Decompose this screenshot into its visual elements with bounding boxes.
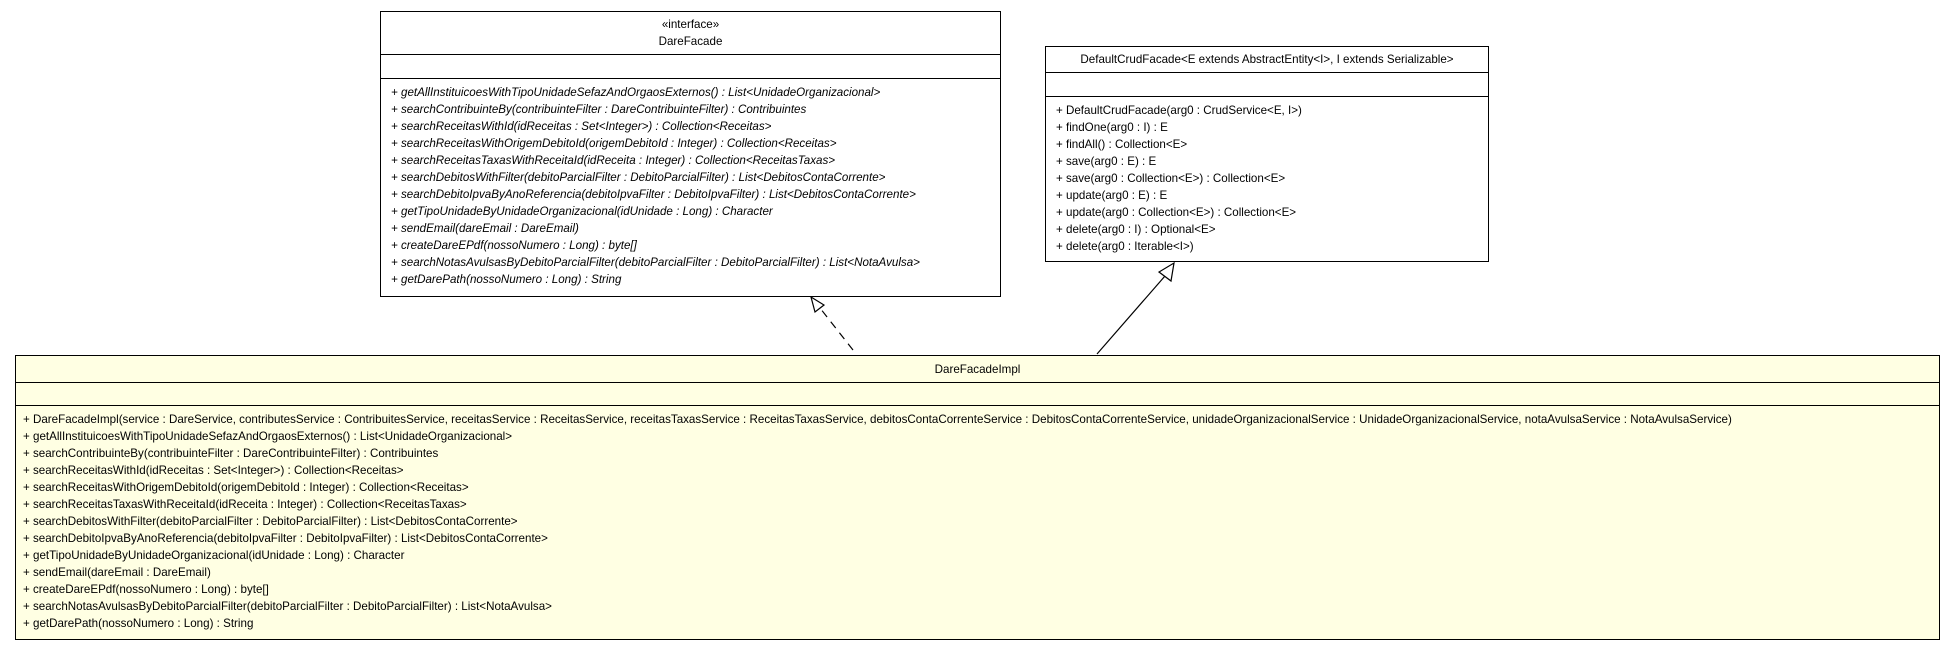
dare-facade-attributes — [381, 55, 1000, 79]
operation: + findAll() : Collection<E> — [1056, 138, 1188, 151]
interface-stereotype: «interface» — [661, 18, 720, 31]
operation: + update(arg0 : E) : E — [1056, 189, 1168, 202]
operation: + DareFacadeImpl(service : DareService, … — [23, 413, 1732, 426]
default-crud-facade-attributes — [1046, 73, 1488, 97]
dare-facade-impl-attributes — [16, 383, 1939, 406]
operation: + findOne(arg0 : I) : E — [1056, 121, 1168, 134]
dare-facade-header: «interface» DareFacade — [381, 12, 1000, 55]
operation: + searchContribuinteBy(contribuinteFilte… — [391, 103, 807, 116]
operation: + searchNotasAvulsasByDebitoParcialFilte… — [391, 256, 920, 269]
operation: + searchReceitasTaxasWithReceitaId(idRec… — [391, 154, 836, 167]
operation: + getTipoUnidadeByUnidadeOrganizacional(… — [23, 549, 405, 562]
operation: + searchReceitasWithId(idReceitas : Set<… — [23, 464, 404, 477]
operation: + searchContribuinteBy(contribuinteFilte… — [23, 447, 439, 460]
operation: + getDarePath(nossoNumero : Long) : Stri… — [391, 273, 622, 286]
operation: + searchReceitasWithId(idReceitas : Set<… — [391, 120, 772, 133]
operation: + save(arg0 : E) : E — [1056, 155, 1157, 168]
operation: + getAllInstituicoesWithTipoUnidadeSefaz… — [23, 430, 513, 443]
dare-facade-impl-header: DareFacadeImpl — [16, 356, 1939, 383]
operation: + getAllInstituicoesWithTipoUnidadeSefaz… — [391, 86, 881, 99]
generalization-line — [1096, 275, 1166, 355]
operation: + searchDebitoIpvaByAnoReferencia(debito… — [391, 188, 916, 201]
realization-arrowhead — [810, 295, 826, 314]
realization-line — [819, 307, 854, 351]
operation: + getDarePath(nossoNumero : Long) : Stri… — [23, 617, 254, 630]
dare-facade-name: DareFacade — [658, 35, 723, 48]
operation: + searchDebitosWithFilter(debitoParcialF… — [391, 171, 886, 184]
default-crud-facade-name: DefaultCrudFacade<E extends AbstractEnti… — [1080, 53, 1454, 66]
operation: + createDareEPdf(nossoNumero : Long) : b… — [23, 583, 269, 596]
dare-facade-impl-name: DareFacadeImpl — [934, 363, 1021, 376]
dare-facade-impl-class-box[interactable]: DareFacadeImpl + DareFacadeImpl(service … — [15, 355, 1940, 640]
operation: + searchReceitasWithOrigemDebitoId(orige… — [23, 481, 469, 494]
operation: + save(arg0 : Collection<E>) : Collectio… — [1056, 172, 1286, 185]
operation: + searchDebitosWithFilter(debitoParcialF… — [23, 515, 518, 528]
operation: + update(arg0 : Collection<E>) : Collect… — [1056, 206, 1297, 219]
operation: + sendEmail(dareEmail : DareEmail) — [23, 566, 211, 579]
default-crud-facade-class-box[interactable]: DefaultCrudFacade<E extends AbstractEnti… — [1045, 46, 1489, 262]
operation: + searchReceitasTaxasWithReceitaId(idRec… — [23, 498, 467, 511]
operation: + searchNotasAvulsasByDebitoParcialFilte… — [23, 600, 552, 613]
default-crud-facade-operations: + DefaultCrudFacade(arg0 : CrudService<E… — [1046, 97, 1488, 255]
operation: + getTipoUnidadeByUnidadeOrganizacional(… — [391, 205, 773, 218]
operation: + searchReceitasWithOrigemDebitoId(orige… — [391, 137, 837, 150]
default-crud-facade-header: DefaultCrudFacade<E extends AbstractEnti… — [1046, 47, 1488, 73]
dare-facade-operations: + getAllInstituicoesWithTipoUnidadeSefaz… — [381, 79, 1000, 288]
operation: + DefaultCrudFacade(arg0 : CrudService<E… — [1056, 104, 1302, 117]
operation: + delete(arg0 : I) : Optional<E> — [1056, 223, 1216, 236]
operation: + sendEmail(dareEmail : DareEmail) — [391, 222, 579, 235]
operation: + createDareEPdf(nossoNumero : Long) : b… — [391, 239, 637, 252]
operation: + searchDebitoIpvaByAnoReferencia(debito… — [23, 532, 548, 545]
operation: + delete(arg0 : Iterable<I>) — [1056, 240, 1194, 253]
dare-facade-impl-operations: + DareFacadeImpl(service : DareService, … — [16, 406, 1939, 632]
dare-facade-interface-box[interactable]: «interface» DareFacade + getAllInstituic… — [380, 11, 1001, 297]
generalization-arrowhead — [1157, 261, 1175, 283]
